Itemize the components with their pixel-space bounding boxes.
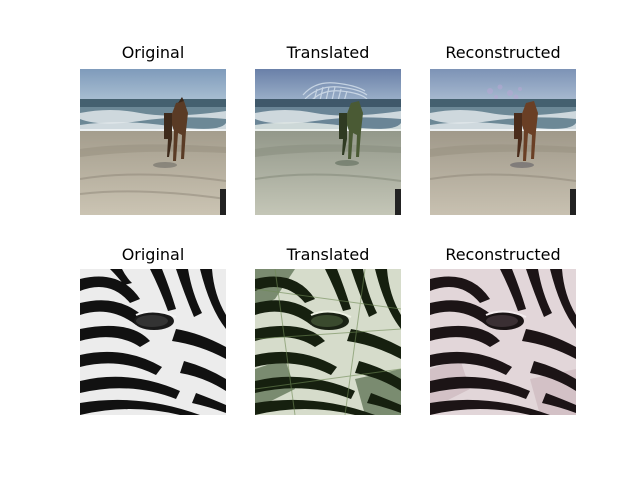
horse-original-picture [80,69,226,215]
panel-title-original-row1: Original [121,43,185,62]
zebra-reconstructed-image [430,269,576,415]
zebra-original-image [80,269,226,415]
panel-title-original-row2: Original [121,245,185,264]
zebra-translated-image [255,269,401,415]
panel-title-translated-row2: Translated [286,245,370,264]
zebra-reconstructed-picture [430,269,576,415]
horse-translated-image [255,69,401,215]
horse-original-image [80,69,226,215]
zebra-translated-picture [255,269,401,415]
panel-title-reconstructed-row2: Reconstructed [445,245,561,264]
horse-reconstructed-image [430,69,576,215]
zebra-original-picture [80,269,226,415]
horse-reconstructed-picture [430,69,576,215]
panel-title-translated-row1: Translated [286,43,370,62]
panel-title-reconstructed-row1: Reconstructed [445,43,561,62]
horse-translated-picture [255,69,401,215]
